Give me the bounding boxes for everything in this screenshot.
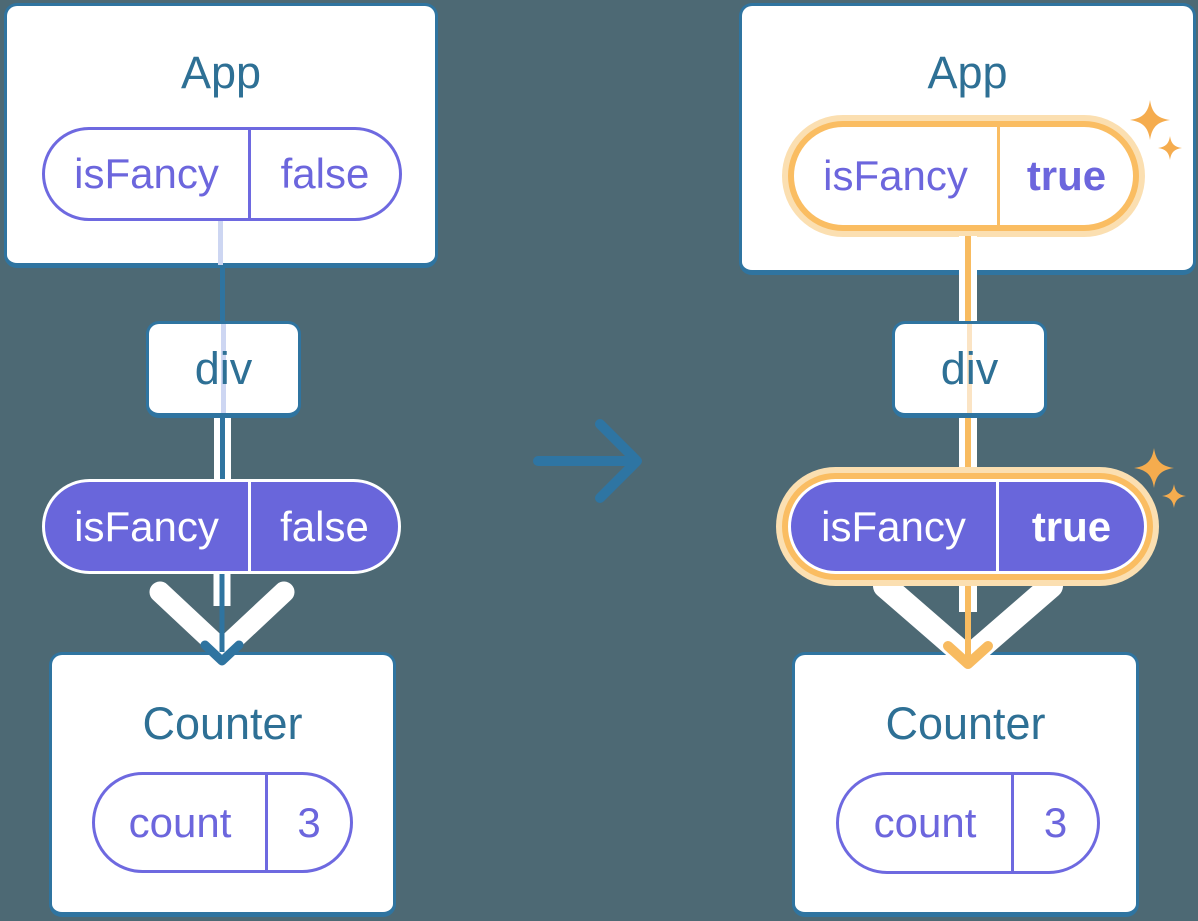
state-value: 3 (297, 798, 321, 846)
flow-arrow-right (873, 574, 1063, 670)
prop-value: true (1031, 502, 1112, 550)
prop-name: isFancy (821, 502, 966, 550)
sparkles-icon (1134, 448, 1186, 508)
state-value: 3 (1043, 799, 1068, 846)
connector-core (965, 236, 971, 321)
state-pill-right: count 3 (836, 772, 1100, 874)
connector-div-pill-left (214, 418, 231, 482)
pass-through-line (218, 221, 223, 265)
state-name: count (128, 798, 232, 846)
prop-pill-app-left: isFancy false (42, 127, 402, 221)
connector-app-div-right (959, 236, 977, 321)
pill-divider (248, 130, 251, 218)
counter-card-left: Counter count 3 (49, 652, 396, 917)
state-name: count (873, 799, 977, 846)
prop-pill-app-right: isFancy true (788, 121, 1139, 231)
prop-value: true (1026, 152, 1107, 199)
prop-name: isFancy (823, 152, 968, 199)
app-card-left: App isFancy false (4, 3, 438, 268)
arrow-head (595, 419, 642, 503)
connector-core (220, 418, 225, 482)
pill-divider (997, 127, 1000, 225)
pill-divider (265, 775, 268, 870)
component-title: Counter (142, 698, 303, 749)
prop-name: isFancy (74, 502, 219, 550)
component-title: App (180, 47, 262, 98)
connector-div-pill-right (959, 418, 977, 480)
transition-arrow-icon (533, 419, 642, 503)
pill-divider (996, 482, 999, 571)
div-node-right: div (892, 321, 1047, 418)
flow-arrow-left (149, 574, 295, 666)
prop-value: false (280, 502, 369, 550)
prop-pill-passed-left: isFancy false (42, 479, 401, 574)
prop-pill-passed-right: isFancy true (788, 479, 1147, 574)
pass-through-line (967, 324, 972, 413)
arrowhead-icon (200, 640, 244, 666)
arrowhead-icon (943, 641, 993, 669)
component-title: App (927, 47, 1008, 98)
component-title: Counter (885, 698, 1046, 749)
div-node-left: div (146, 321, 301, 418)
div-label: div (194, 342, 253, 394)
prop-value: false (280, 150, 370, 197)
pass-through-line (221, 324, 226, 413)
prop-name: isFancy (74, 150, 219, 197)
connector-app-div-left (220, 267, 225, 321)
pill-divider (248, 482, 251, 571)
div-label: div (940, 342, 999, 394)
pill-divider (1011, 775, 1014, 871)
sparkles-icon (1130, 100, 1182, 160)
counter-card-right: Counter count 3 (792, 652, 1139, 917)
connector-core (965, 418, 971, 480)
state-pill-left: count 3 (92, 772, 353, 873)
app-card-right: App isFancy true (739, 3, 1196, 275)
